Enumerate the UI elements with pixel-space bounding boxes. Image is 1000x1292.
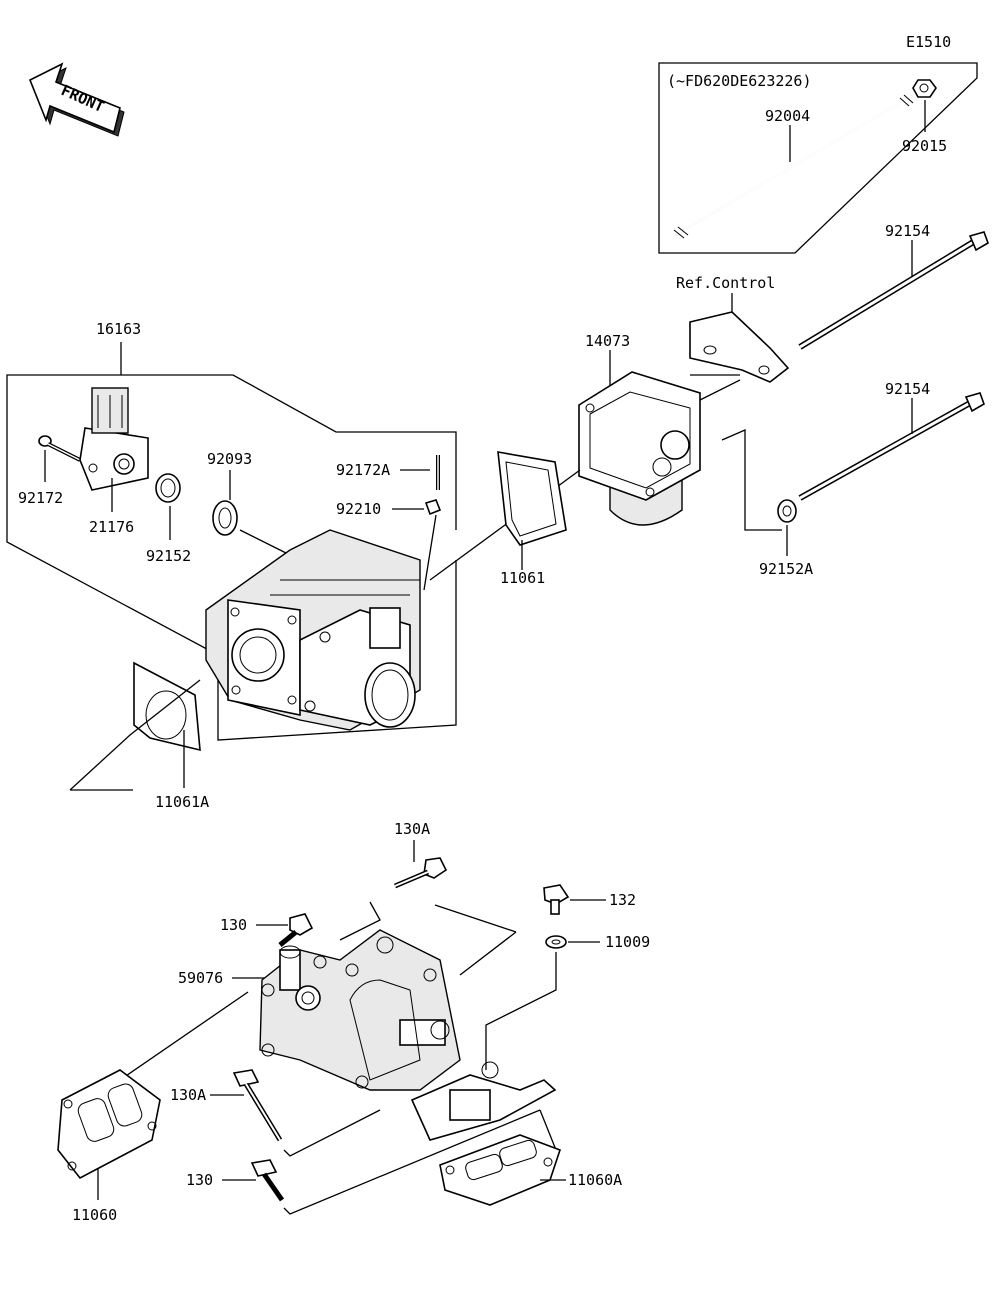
stud-thread-icon (673, 94, 914, 239)
part-16163: 16163 (96, 320, 141, 338)
part-92154-upper: 92154 (885, 222, 930, 240)
part-92152: 92152 (146, 547, 191, 565)
throttle-housing-14073 (578, 371, 701, 526)
part-92093: 92093 (207, 450, 252, 468)
control-bracket (689, 311, 790, 383)
bolt-130a-lower (232, 1069, 283, 1142)
part-130a-lower: 130A (170, 1086, 206, 1104)
nut-icon (912, 79, 937, 98)
assembly-outline-16163 (6, 374, 457, 656)
throttle-body (205, 529, 421, 731)
part-14073: 14073 (585, 332, 630, 350)
bolt-92154-upper (798, 231, 989, 350)
part-92152a: 92152A (759, 560, 813, 578)
part-11060a: 11060A (568, 1171, 622, 1189)
part-130-lower: 130 (186, 1171, 213, 1189)
screw-92172 (38, 435, 81, 462)
spring-92210 (424, 499, 442, 516)
gasket-11060a (439, 1134, 562, 1206)
serial-note: (~FD620DE623226) (667, 72, 812, 90)
part-11061: 11061 (500, 569, 545, 587)
part-92172: 92172 (18, 489, 63, 507)
part-130a-upper: 130A (394, 820, 430, 838)
washer-11009 (545, 935, 567, 949)
ref-control-label: Ref.Control (676, 274, 775, 292)
part-132: 132 (609, 891, 636, 909)
bolt-92154-lower (798, 392, 985, 501)
part-11060: 11060 (72, 1206, 117, 1224)
part-11009: 11009 (605, 933, 650, 951)
part-92172a: 92172A (336, 461, 390, 479)
intake-manifold (259, 929, 557, 1141)
gasket-11061 (497, 451, 567, 546)
gasket-11060 (57, 1069, 161, 1180)
clip-92152 (155, 473, 181, 503)
washer-92152a (777, 499, 797, 523)
part-59076: 59076 (178, 969, 223, 987)
bolt-130-lower (250, 1159, 285, 1202)
front-arrow-icon: FRONT (28, 62, 125, 137)
part-21176: 21176 (89, 518, 134, 536)
part-92210: 92210 (336, 500, 381, 518)
bolt-130a-upper (394, 857, 448, 889)
bolt-130-upper (278, 913, 314, 947)
serial-variant-box: (~FD620DE623226) 92004 92015 (658, 62, 978, 254)
part-92015: 92015 (902, 137, 947, 155)
diagram-id: E1510 (906, 33, 951, 51)
o-ring-92093 (212, 500, 238, 536)
part-92004: 92004 (765, 107, 810, 125)
part-11061a: 11061A (155, 793, 209, 811)
part-92154-lower: 92154 (885, 380, 930, 398)
part-130-upper: 130 (220, 916, 247, 934)
bolt-132 (543, 884, 570, 915)
throttle-sensor-21176 (79, 387, 149, 491)
